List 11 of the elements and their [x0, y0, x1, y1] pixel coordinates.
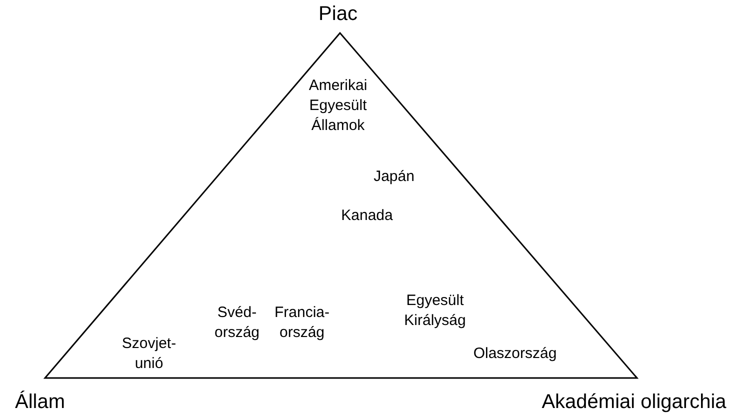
country-label: Olaszország — [473, 345, 557, 362]
vertex-label: Piac — [318, 3, 358, 25]
country-label: Svéd- ország — [214, 304, 260, 341]
country-label: Japán — [374, 168, 414, 185]
country-label: Szovjet- unió — [122, 335, 176, 372]
country-label: Amerikai Egyesült Államok — [308, 77, 368, 134]
vertex-label: Akadémiai oligarchia — [542, 391, 726, 413]
country-label: Francia- ország — [274, 304, 330, 341]
country-label: Egyesült Királyság — [404, 292, 466, 329]
country-label: Kanada — [341, 207, 393, 224]
vertex-label: Állam — [14, 391, 65, 413]
